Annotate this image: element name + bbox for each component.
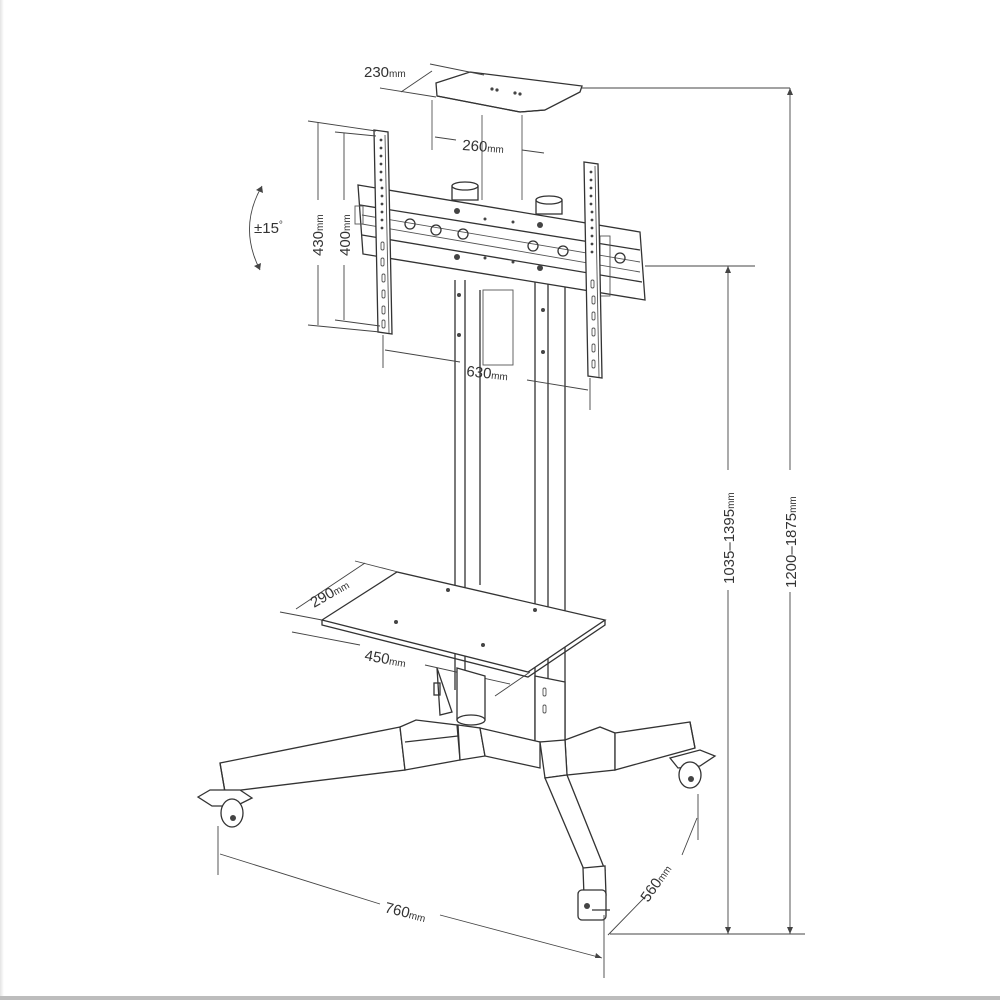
svg-text:450mm: 450mm	[363, 647, 407, 671]
left-edge-shade	[0, 0, 4, 996]
dimension-bracket-heights: 430mm 400mm	[307, 120, 381, 333]
top-camera-shelf	[435, 71, 583, 113]
dimension-top-shelf-depth: 230mm	[364, 63, 485, 98]
svg-text:±15°: ±15°	[254, 220, 283, 237]
bottom-border	[0, 996, 1000, 1000]
tv-bracket-rails	[354, 184, 646, 301]
av-shelf	[320, 571, 607, 678]
svg-text:760mm: 760mm	[383, 899, 428, 926]
svg-text:560mm: 560mm	[637, 861, 675, 905]
vesa-arm-right	[583, 161, 603, 379]
svg-text:1200–1875mm: 1200–1875mm	[783, 496, 800, 588]
dimension-base-width: 760mm	[217, 826, 605, 978]
svg-text:430mm: 430mm	[310, 214, 327, 256]
dimension-bracket-center-height: 1035–1395mm	[721, 266, 738, 934]
base-column	[456, 667, 566, 743]
svg-text:1035–1395mm: 1035–1395mm	[721, 492, 738, 584]
caster-front	[577, 889, 610, 921]
svg-text:400mm: 400mm	[337, 214, 354, 256]
base-leg-right	[564, 721, 696, 776]
svg-text:630mm: 630mm	[466, 363, 509, 384]
vesa-arm-left	[373, 129, 393, 335]
caster-right	[668, 749, 717, 789]
camera-posts	[451, 181, 563, 215]
svg-text:260mm: 260mm	[462, 137, 505, 157]
base-leg-front	[539, 739, 607, 897]
dimension-bracket-width: 630mm	[382, 335, 591, 410]
dimension-av-shelf: 290mm 450mm	[279, 560, 531, 697]
base-leg-left	[219, 719, 541, 793]
height-lock-clamp	[433, 667, 453, 716]
dimension-overall-height: 1200–1875mm	[725, 88, 805, 935]
tilt-indicator: ±15°	[249, 185, 283, 271]
dimension-top-shelf-width: 260mm	[434, 136, 545, 157]
caster-left	[196, 789, 254, 828]
svg-text:230mm: 230mm	[364, 64, 406, 81]
dimension-base-depth: 560mm	[607, 794, 725, 936]
